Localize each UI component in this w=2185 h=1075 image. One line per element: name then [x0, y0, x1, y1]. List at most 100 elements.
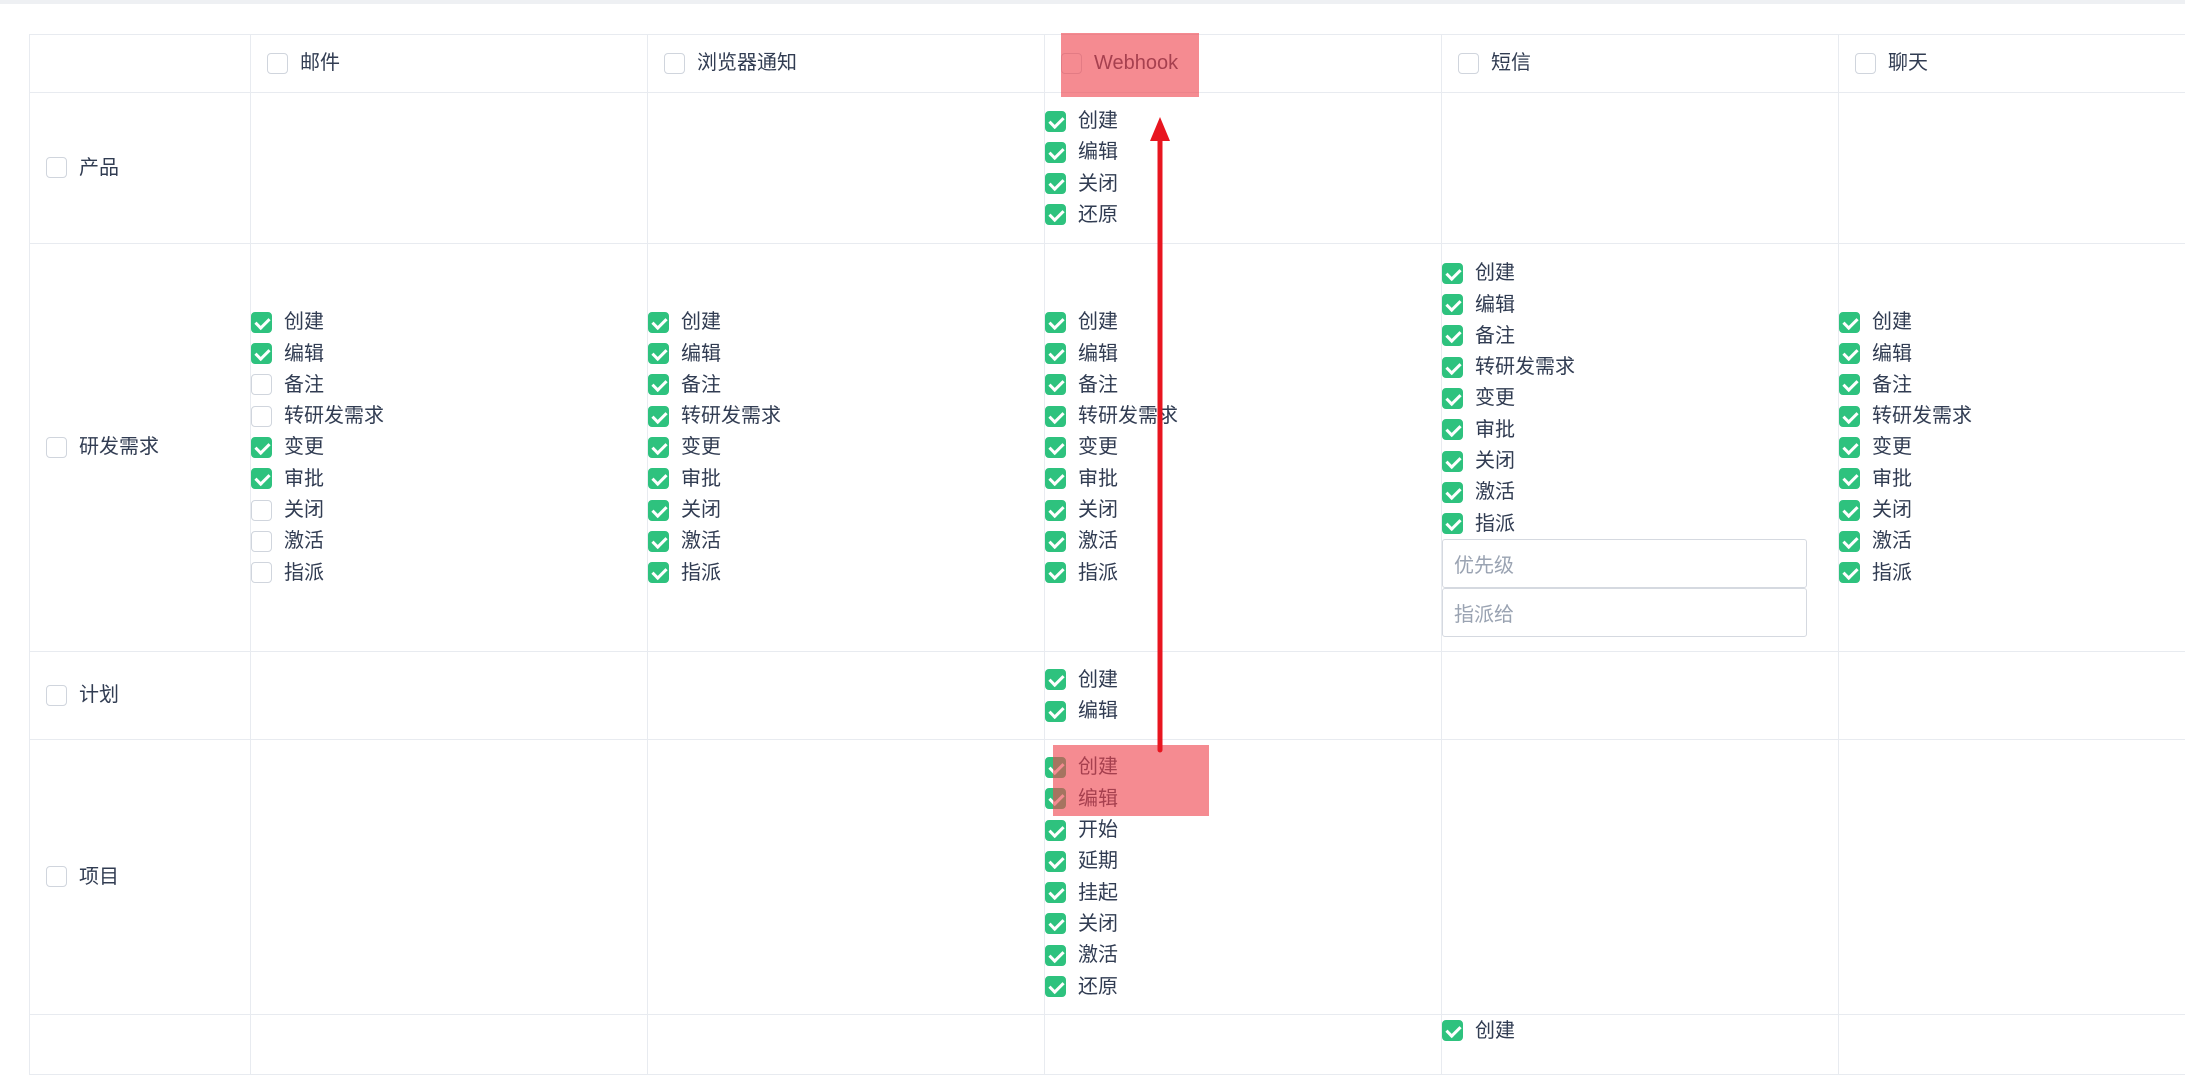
- action-checkbox[interactable]: 还原: [1045, 971, 1441, 1002]
- action-checkbox[interactable]: 关闭: [251, 494, 647, 525]
- checkbox-checked-icon[interactable]: [1839, 562, 1860, 583]
- column-select-all-checkbox[interactable]: 短信: [1458, 48, 1838, 79]
- action-checkbox[interactable]: 审批: [251, 463, 647, 494]
- action-checkbox[interactable]: 编辑: [1839, 338, 2185, 369]
- checkbox-checked-icon[interactable]: [1839, 343, 1860, 364]
- action-checkbox[interactable]: 创建: [251, 307, 647, 338]
- column-select-all-checkbox[interactable]: 聊天: [1855, 48, 2185, 79]
- action-checkbox[interactable]: 编辑: [1045, 137, 1441, 168]
- action-checkbox[interactable]: 指派: [251, 557, 647, 588]
- checkbox-checked-icon[interactable]: [1442, 419, 1463, 440]
- action-checkbox[interactable]: 关闭: [1045, 168, 1441, 199]
- checkbox-checked-icon[interactable]: [1442, 513, 1463, 534]
- checkbox-checked-icon[interactable]: [1045, 374, 1066, 395]
- checkbox-checked-icon[interactable]: [1045, 945, 1066, 966]
- checkbox-checked-icon[interactable]: [1442, 263, 1463, 284]
- checkbox-checked-icon[interactable]: [1442, 325, 1463, 346]
- action-checkbox[interactable]: 关闭: [1839, 494, 2185, 525]
- action-checkbox[interactable]: 备注: [648, 369, 1044, 400]
- action-checkbox[interactable]: 关闭: [1045, 494, 1441, 525]
- checkbox-checked-icon[interactable]: [1045, 406, 1066, 427]
- checkbox-checked-icon[interactable]: [251, 437, 272, 458]
- action-checkbox[interactable]: 备注: [251, 369, 647, 400]
- checkbox-checked-icon[interactable]: [1045, 701, 1066, 722]
- checkbox-checked-icon[interactable]: [648, 468, 669, 489]
- row-select-all-checkbox[interactable]: 产品: [46, 152, 250, 183]
- column-select-all-checkbox[interactable]: Webhook: [1061, 48, 1441, 79]
- action-checkbox[interactable]: 关闭: [1045, 908, 1441, 939]
- action-checkbox[interactable]: 激活: [648, 526, 1044, 557]
- checkbox-checked-icon[interactable]: [1442, 451, 1463, 472]
- checkbox-checked-icon[interactable]: [1045, 500, 1066, 521]
- checkbox-checked-icon[interactable]: [1839, 531, 1860, 552]
- row-select-all-checkbox[interactable]: 研发需求: [46, 432, 250, 463]
- action-checkbox[interactable]: 创建: [1442, 258, 1838, 289]
- checkbox-checked-icon[interactable]: [251, 312, 272, 333]
- checkbox-checked-icon[interactable]: [1442, 357, 1463, 378]
- column-select-all-checkbox[interactable]: 浏览器通知: [664, 48, 1044, 79]
- action-checkbox[interactable]: 开始: [1045, 814, 1441, 845]
- action-checkbox[interactable]: 创建: [1045, 105, 1441, 136]
- action-checkbox[interactable]: 激活: [1045, 940, 1441, 971]
- checkbox-checked-icon[interactable]: [1045, 111, 1066, 132]
- action-checkbox[interactable]: 创建: [1045, 664, 1441, 695]
- checkbox-checked-icon[interactable]: [1045, 142, 1066, 163]
- checkbox-unchecked-icon[interactable]: [46, 437, 67, 458]
- action-checkbox[interactable]: 变更: [1442, 383, 1838, 414]
- action-checkbox[interactable]: 指派: [1839, 557, 2185, 588]
- action-checkbox[interactable]: 备注: [1839, 369, 2185, 400]
- checkbox-unchecked-icon[interactable]: [251, 406, 272, 427]
- action-checkbox[interactable]: 审批: [1839, 463, 2185, 494]
- action-checkbox[interactable]: 编辑: [251, 338, 647, 369]
- checkbox-unchecked-icon[interactable]: [1458, 53, 1479, 74]
- checkbox-checked-icon[interactable]: [1045, 437, 1066, 458]
- checkbox-checked-icon[interactable]: [1045, 312, 1066, 333]
- action-checkbox[interactable]: 指派: [648, 557, 1044, 588]
- action-checkbox[interactable]: 转研发需求: [1045, 401, 1441, 432]
- checkbox-checked-icon[interactable]: [1045, 468, 1066, 489]
- action-checkbox[interactable]: 编辑: [1442, 289, 1838, 320]
- action-checkbox[interactable]: 备注: [1045, 369, 1441, 400]
- action-checkbox[interactable]: 指派: [1442, 508, 1838, 539]
- action-checkbox[interactable]: 转研发需求: [1442, 352, 1838, 383]
- action-checkbox[interactable]: 指派: [1045, 557, 1441, 588]
- row-select-all-checkbox[interactable]: 项目: [46, 861, 250, 892]
- checkbox-checked-icon[interactable]: [648, 343, 669, 364]
- checkbox-checked-icon[interactable]: [648, 406, 669, 427]
- action-checkbox[interactable]: 还原: [1045, 199, 1441, 230]
- checkbox-unchecked-icon[interactable]: [1061, 53, 1082, 74]
- checkbox-checked-icon[interactable]: [1839, 500, 1860, 521]
- assignee-select[interactable]: 指派给: [1442, 588, 1807, 637]
- action-checkbox[interactable]: 变更: [1839, 432, 2185, 463]
- checkbox-unchecked-icon[interactable]: [251, 374, 272, 395]
- action-checkbox[interactable]: 创建: [1839, 307, 2185, 338]
- checkbox-unchecked-icon[interactable]: [251, 500, 272, 521]
- checkbox-checked-icon[interactable]: [1045, 788, 1066, 809]
- checkbox-unchecked-icon[interactable]: [46, 157, 67, 178]
- action-checkbox[interactable]: 创建: [1045, 307, 1441, 338]
- checkbox-unchecked-icon[interactable]: [251, 562, 272, 583]
- checkbox-checked-icon[interactable]: [1045, 851, 1066, 872]
- action-checkbox[interactable]: 挂起: [1045, 877, 1441, 908]
- checkbox-checked-icon[interactable]: [648, 312, 669, 333]
- action-checkbox[interactable]: 激活: [1045, 526, 1441, 557]
- checkbox-checked-icon[interactable]: [1442, 1020, 1463, 1041]
- checkbox-checked-icon[interactable]: [1045, 204, 1066, 225]
- checkbox-checked-icon[interactable]: [1442, 388, 1463, 409]
- checkbox-checked-icon[interactable]: [1839, 374, 1860, 395]
- checkbox-unchecked-icon[interactable]: [664, 53, 685, 74]
- action-checkbox[interactable]: 变更: [648, 432, 1044, 463]
- action-checkbox[interactable]: 创建: [1442, 1015, 1838, 1046]
- action-checkbox[interactable]: 关闭: [648, 494, 1044, 525]
- checkbox-checked-icon[interactable]: [251, 468, 272, 489]
- checkbox-checked-icon[interactable]: [1045, 562, 1066, 583]
- action-checkbox[interactable]: 激活: [1442, 477, 1838, 508]
- action-checkbox[interactable]: 编辑: [648, 338, 1044, 369]
- checkbox-unchecked-icon[interactable]: [267, 53, 288, 74]
- checkbox-checked-icon[interactable]: [648, 500, 669, 521]
- checkbox-checked-icon[interactable]: [648, 374, 669, 395]
- checkbox-checked-icon[interactable]: [1045, 882, 1066, 903]
- column-select-all-checkbox[interactable]: 邮件: [267, 48, 647, 79]
- action-checkbox[interactable]: 创建: [1045, 752, 1441, 783]
- checkbox-unchecked-icon[interactable]: [251, 531, 272, 552]
